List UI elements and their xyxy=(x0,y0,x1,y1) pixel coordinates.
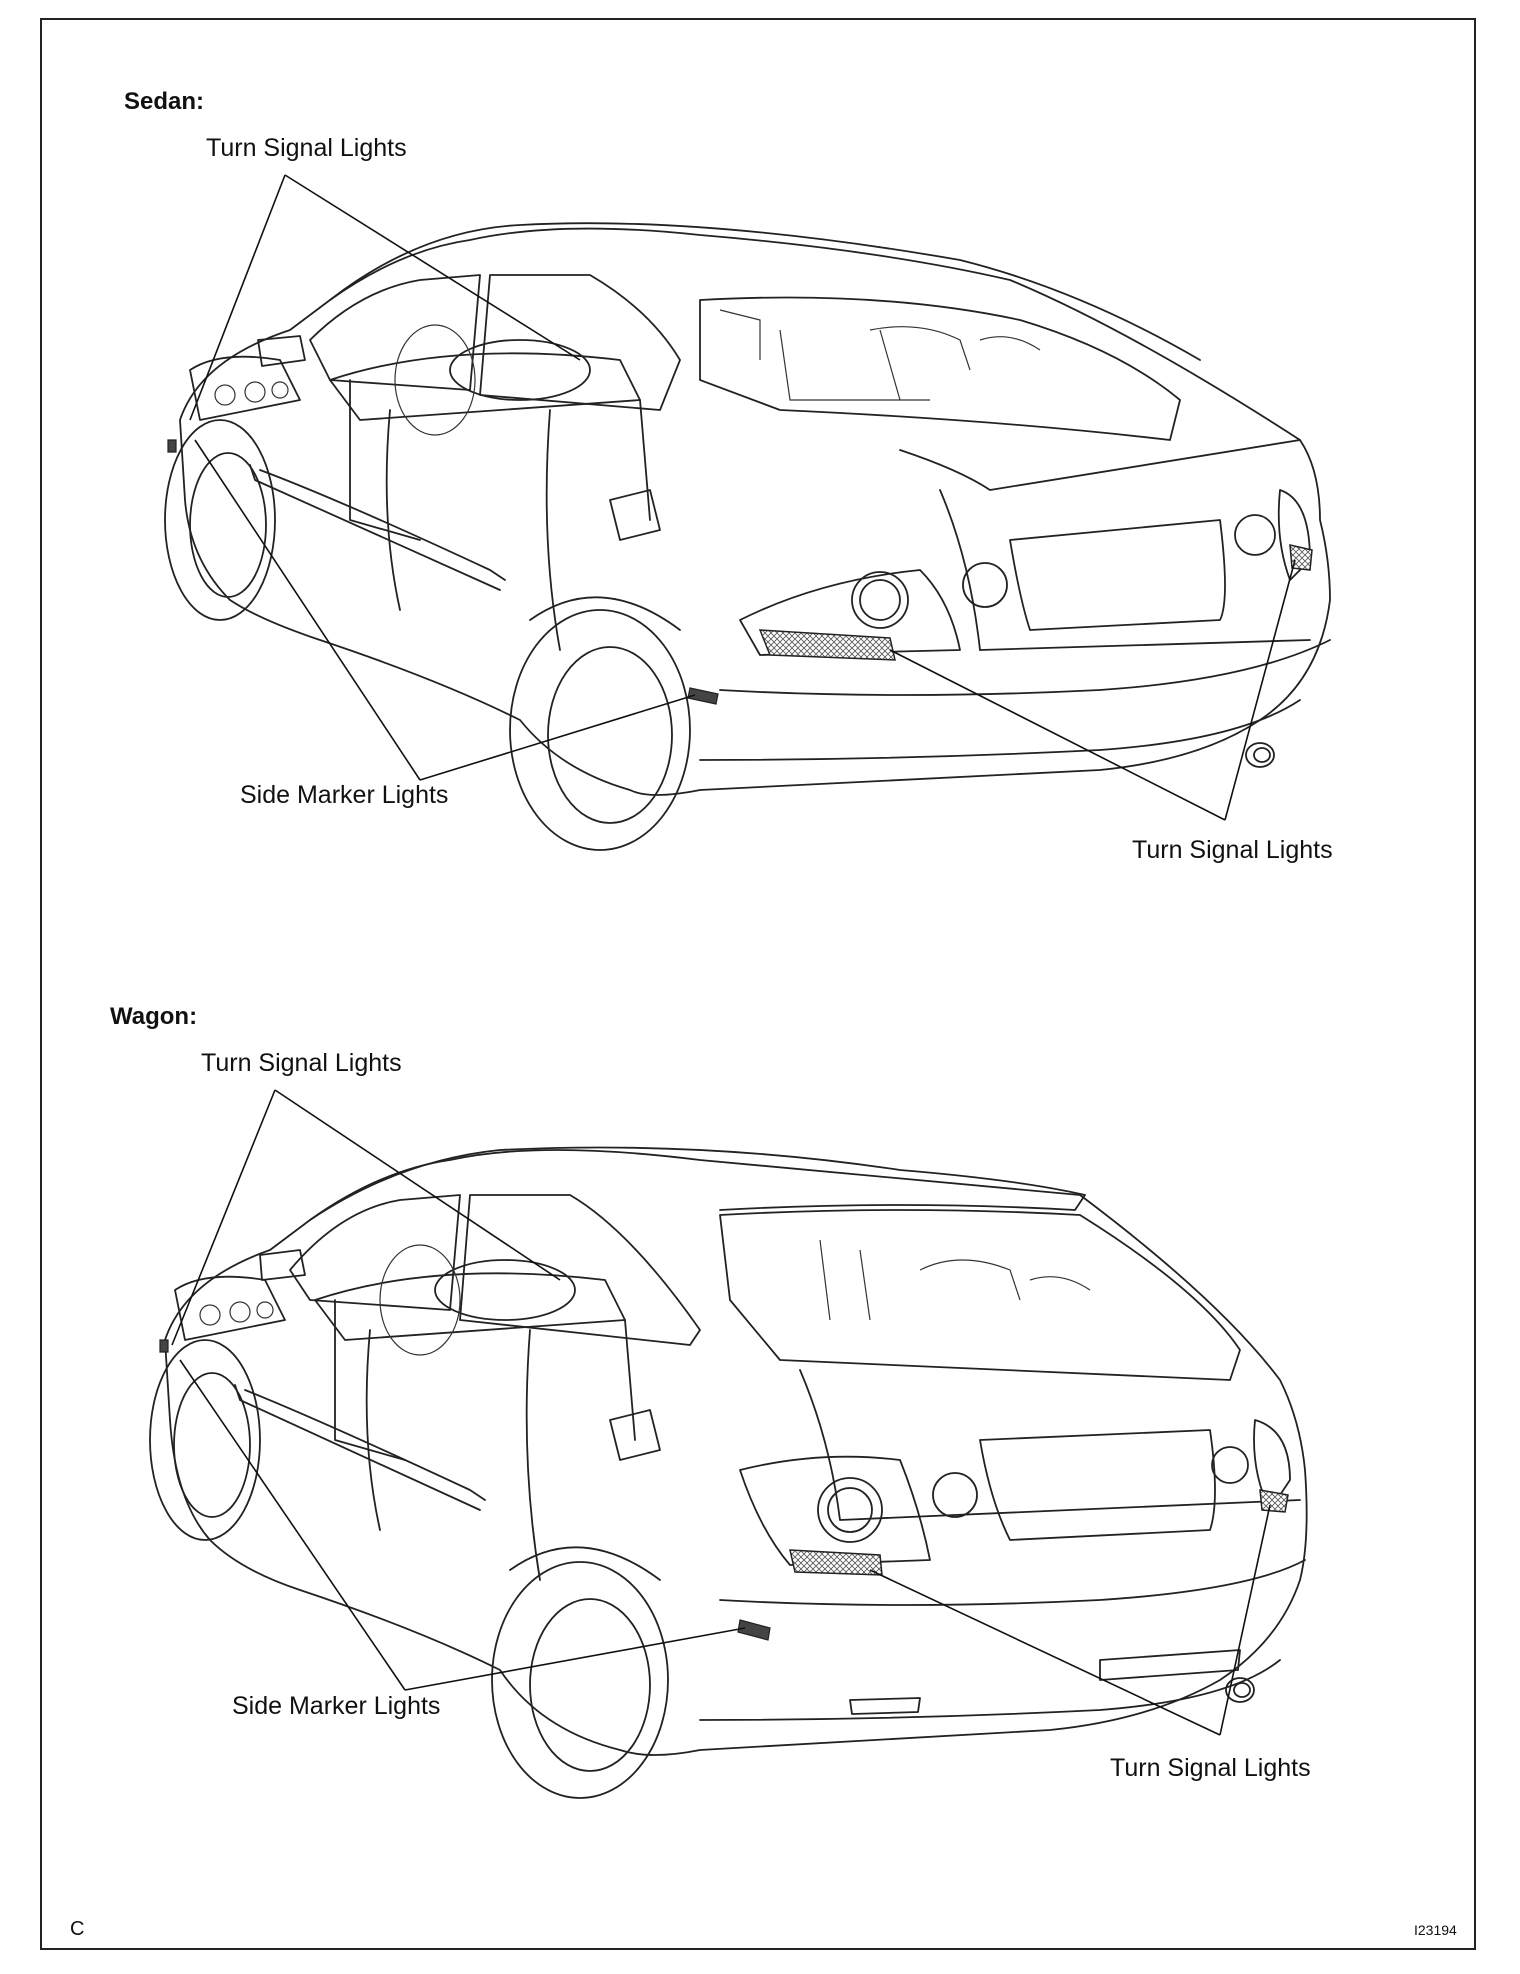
figure-frame xyxy=(40,18,1476,1950)
wagon-drawing xyxy=(149,1089,1308,1799)
sedan-heading: Sedan: xyxy=(124,88,205,115)
sedan-front-side-marker xyxy=(167,439,177,453)
sedan-side-marker-label: Side Marker Lights xyxy=(240,781,449,809)
figure-code: I23194 xyxy=(1414,1922,1457,1938)
sedan-rear-turn-signal xyxy=(758,629,896,661)
wagon-side-marker-label: Side Marker Lights xyxy=(232,1692,441,1720)
wagon-rear-side-marker xyxy=(737,1619,771,1641)
wagon-front-side-marker xyxy=(159,1339,169,1353)
sedan-rear-side-marker xyxy=(687,687,719,705)
wagon-rear-turn-signal-label: Turn Signal Lights xyxy=(1110,1754,1311,1782)
sedan-drawing xyxy=(164,174,1331,851)
wagon-rear-turn-signal xyxy=(789,1549,883,1576)
corner-letter: C xyxy=(70,1918,85,1940)
sedan-rear-turn-signal-label: Turn Signal Lights xyxy=(1132,836,1333,864)
sedan-front-turn-signal-label: Turn Signal Lights xyxy=(206,134,407,162)
wagon-front-turn-signal-label: Turn Signal Lights xyxy=(201,1049,402,1077)
wagon-heading: Wagon: xyxy=(110,1003,198,1030)
